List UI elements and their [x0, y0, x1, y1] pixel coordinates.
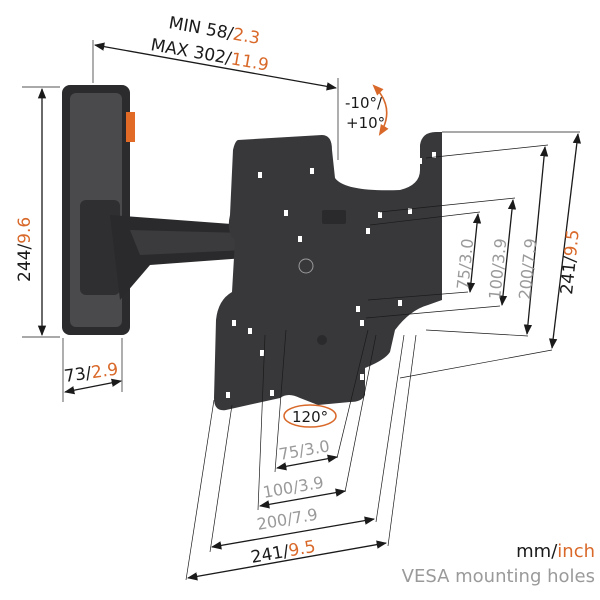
tilt-indicator: -10°/ +10°	[345, 84, 389, 136]
svg-text:241/9.5: 241/9.5	[557, 229, 584, 296]
svg-text:mm/inch: mm/inch	[516, 541, 595, 562]
vesa-plate	[214, 132, 442, 411]
lock-tab	[126, 112, 135, 142]
svg-text:244/9.6: 244/9.6	[15, 217, 35, 282]
svg-text:-10°/: -10°/	[345, 94, 383, 112]
svg-text:75/3.0: 75/3.0	[453, 238, 477, 291]
height-dimension: 244/9.6	[15, 86, 60, 338]
logo-icon	[298, 258, 314, 274]
width-dimension: 73/2.9	[62, 338, 123, 402]
svg-text:120°: 120°	[292, 408, 328, 426]
svg-text:200/7.9: 200/7.9	[515, 237, 540, 300]
svg-text:100/3.9: 100/3.9	[261, 473, 325, 502]
swivel-indicator: 120°	[283, 404, 337, 428]
svg-text:241/9.5: 241/9.5	[249, 537, 317, 568]
svg-text:73/2.9: 73/2.9	[63, 360, 120, 387]
tilt-arrow-icon	[372, 84, 389, 136]
svg-text:+10°: +10°	[346, 114, 385, 132]
swivel-arm	[80, 200, 245, 300]
units-legend: mm/inch VESA mounting holes	[402, 541, 595, 587]
svg-text:100/3.9: 100/3.9	[485, 237, 510, 300]
legend-caption: VESA mounting holes	[402, 566, 595, 587]
